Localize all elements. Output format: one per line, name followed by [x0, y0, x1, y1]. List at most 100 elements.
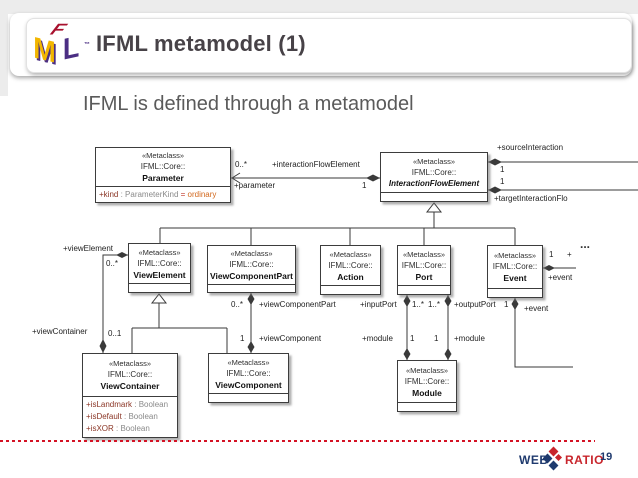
view-container-attributes: +isLandmark : Boolean +isDefault : Boole… [83, 396, 177, 437]
package-label: IFML::Core:: [404, 376, 450, 386]
assoc-label-target-mult: 1 [500, 177, 505, 186]
stereotype-label: «Metaclass» [402, 249, 446, 259]
metaclass-box-event: «Metaclass» IFML::Core:: Event [487, 245, 543, 298]
metaclass-box-interaction-flow-element: «Metaclass» IFML::Core:: InteractionFlow… [380, 152, 488, 202]
metaclass-box-view-component: «Metaclass» IFML::Core:: ViewComponent [208, 353, 289, 403]
assoc-label-module-right-role: +module [454, 334, 485, 343]
attr-type: : ParameterKind [118, 190, 179, 199]
assoc-label-output-port-mult: 1..* [428, 300, 441, 309]
action-header: «Metaclass» IFML::Core:: Action [321, 246, 380, 285]
package-label: IFML::Core:: [140, 162, 186, 171]
port-header: «Metaclass» IFML::Core:: Port [398, 246, 450, 285]
class-name: Action [337, 271, 364, 282]
assoc-label-interaction-flow-element-role: +interactionFlowElement [272, 160, 360, 169]
webratio-logo-ratio-text: RATIO [565, 453, 604, 467]
assoc-label-event-bottom-role: +event [524, 304, 549, 313]
event-header: «Metaclass» IFML::Core:: Event [488, 246, 542, 288]
assoc-label-output-port-role: +outputPort [454, 300, 496, 309]
header-card [26, 18, 632, 73]
class-name: Port [415, 271, 433, 282]
assoc-label-parameter-mult: 0..* [235, 160, 248, 169]
assoc-label-view-container-role: +viewContainer [32, 327, 88, 336]
package-label: IFML::Core:: [226, 368, 271, 378]
assoc-label-view-element-role: +viewElement [63, 244, 114, 253]
assoc-label-module-left-role: +module [362, 334, 393, 343]
empty-compartment [488, 288, 542, 297]
class-name: ViewElement [133, 269, 186, 280]
class-name: ViewComponentPart [210, 271, 293, 281]
page-number: 19 [600, 451, 613, 463]
assoc-label-event-side-role: +event [548, 273, 573, 282]
empty-compartment [129, 283, 190, 292]
package-label: IFML::Core:: [229, 260, 274, 269]
view-element-header: «Metaclass» IFML::Core:: ViewElement [129, 244, 190, 283]
assoc-label-view-component-part-mult: 0..* [231, 300, 244, 309]
slide-title: IFML metamodel (1) [96, 31, 306, 56]
package-label: IFML::Core:: [137, 258, 182, 268]
assoc-label-view-component-mult: 1 [240, 334, 245, 343]
stereotype-label: «Metaclass» [329, 249, 372, 259]
metaclass-box-module: «Metaclass» IFML::Core:: Module [397, 360, 457, 412]
footer-dashed-line [0, 440, 595, 442]
assoc-label-source-mult: 1 [500, 165, 505, 174]
assoc-label-input-port-mult: 1..* [412, 300, 425, 309]
metaclass-box-action: «Metaclass» IFML::Core:: Action [320, 245, 381, 295]
metaclass-box-port: «Metaclass» IFML::Core:: Port [397, 245, 451, 295]
assoc-label-event-bottom-mult: 1 [504, 300, 509, 309]
webratio-logo-web-text: WEB [519, 453, 549, 467]
assoc-label-view-component-part-role: +viewComponentPart [259, 300, 336, 309]
attribute-row: +isDefault : Boolean [86, 411, 174, 423]
assoc-label-module-left-mult: 1 [410, 334, 415, 343]
attribute-row: +isXOR : Boolean [86, 423, 174, 435]
assoc-label-module-right-mult: 1 [434, 334, 439, 343]
view-container-header: «Metaclass» IFML::Core:: ViewContainer [83, 354, 177, 396]
ifml-logo-trademark: ™ [84, 42, 90, 48]
stereotype-label: «Metaclass» [141, 151, 185, 160]
view-component-part-header: «Metaclass» IFML::Core:: ViewComponentPa… [208, 246, 295, 284]
empty-compartment [208, 284, 295, 292]
metaclass-box-view-container: «Metaclass» IFML::Core:: ViewContainer +… [82, 353, 178, 438]
top-band [0, 0, 638, 14]
class-name: InteractionFlowElement [388, 178, 480, 188]
class-name: Parameter [142, 173, 184, 183]
assoc-label-input-port-role: +inputPort [360, 300, 397, 309]
attr-name: +isDefault [86, 412, 122, 421]
attr-name: +isLandmark [86, 400, 133, 409]
class-name: Event [503, 273, 527, 283]
empty-compartment [381, 192, 487, 201]
stereotype-label: «Metaclass» [138, 247, 181, 257]
package-label: IFML::Core:: [328, 260, 373, 270]
class-name: Module [412, 387, 442, 398]
attribute-row: +isLandmark : Boolean [86, 399, 174, 411]
assoc-label-view-element-mult: 0..* [106, 259, 119, 268]
package-label: IFML::Core:: [401, 260, 447, 270]
metaclass-box-view-element: «Metaclass» IFML::Core:: ViewElement [128, 243, 191, 293]
assoc-label-parameter-target-mult: 1 [362, 181, 367, 190]
package-label: IFML::Core:: [411, 167, 457, 177]
class-name: ViewContainer [100, 381, 160, 391]
stereotype-label: «Metaclass» [493, 251, 537, 260]
empty-compartment [321, 285, 380, 294]
attr-name: +isXOR [86, 424, 114, 433]
diagram-continues-ellipsis: ... [580, 237, 591, 251]
ifml-logo-icon: F M L ™ [30, 20, 92, 72]
attribute-row: +kind : ParameterKind = ordinary [99, 189, 227, 201]
stereotype-label: «Metaclass» [227, 357, 270, 367]
assoc-label-target-interaction-role: +targetInteractionFlo [494, 194, 568, 203]
attr-type: : Boolean [132, 400, 169, 409]
assoc-label-source-interaction-role: +sourceInteraction [497, 143, 564, 152]
package-label: IFML::Core:: [492, 262, 538, 271]
attr-type: : Boolean [121, 412, 158, 421]
assoc-label-view-component-role: +viewComponent [259, 334, 322, 343]
left-strip [0, 0, 8, 96]
empty-compartment [398, 402, 456, 411]
view-component-header: «Metaclass» IFML::Core:: ViewComponent [209, 354, 288, 393]
metaclass-box-parameter: «Metaclass» IFML::Core:: Parameter +kind… [95, 147, 231, 203]
stereotype-label: «Metaclass» [108, 359, 152, 368]
assoc-label-view-container-mult: 0..1 [108, 329, 122, 338]
stereotype-label: «Metaclass» [412, 156, 456, 166]
empty-compartment [209, 393, 288, 402]
class-name: ViewComponent [215, 379, 282, 390]
attr-default-value: ordinary [187, 190, 217, 199]
